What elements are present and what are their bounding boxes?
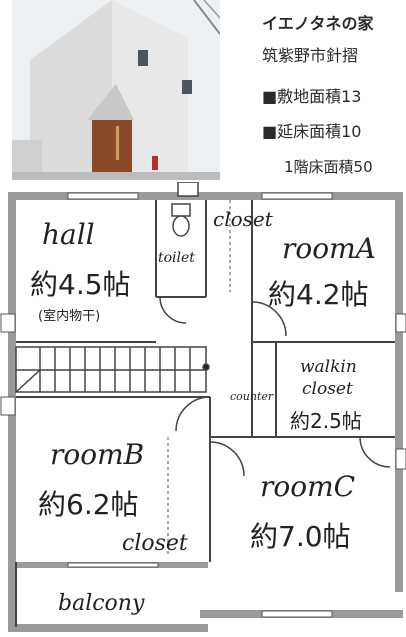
- roomC-label: roomC: [260, 470, 355, 503]
- location-text: 筑紫野市針摺: [262, 46, 359, 65]
- walkin-label-1: walkin: [300, 357, 357, 377]
- door-swings: [159, 296, 391, 477]
- roomB-area: 約6.2帖: [38, 488, 139, 521]
- house-photo: [12, 0, 220, 180]
- closet-top-label: closet: [213, 207, 274, 231]
- house-title: イエノタネの家: [262, 14, 374, 33]
- closet-lines: [167, 200, 231, 557]
- floor-area-text: ■延床面積10: [262, 122, 362, 141]
- walkin-label-2: closet: [302, 379, 353, 399]
- roomB-label: roomB: [50, 438, 144, 471]
- roomC-area: 約7.0帖: [250, 520, 351, 553]
- hall-label: hall: [42, 218, 95, 251]
- toilet-label: toilet: [158, 250, 195, 266]
- first-floor-area-text: 1階床面積50: [284, 158, 373, 176]
- hall-note: (室内物干): [38, 308, 100, 324]
- roomA-area: 約4.2帖: [268, 278, 369, 311]
- walkin-area: 約2.5帖: [290, 409, 362, 433]
- windows: [0, 192, 406, 618]
- toilet-icon: [171, 203, 191, 237]
- hall-area: 約4.5帖: [30, 268, 131, 301]
- floor-plan: hall 約4.5帖 (室内物干) toilet closet roomA 約4…: [0, 182, 406, 632]
- interior-walls: [15, 200, 395, 627]
- entry-hatch: [177, 182, 199, 197]
- staircase: [15, 346, 210, 393]
- closet-b-label: closet: [122, 531, 188, 556]
- site-area-text: ■敷地面積13: [262, 87, 362, 106]
- balcony-label: balcony: [58, 591, 145, 616]
- roomA-label: roomA: [282, 232, 376, 265]
- counter-label: counter: [230, 390, 274, 403]
